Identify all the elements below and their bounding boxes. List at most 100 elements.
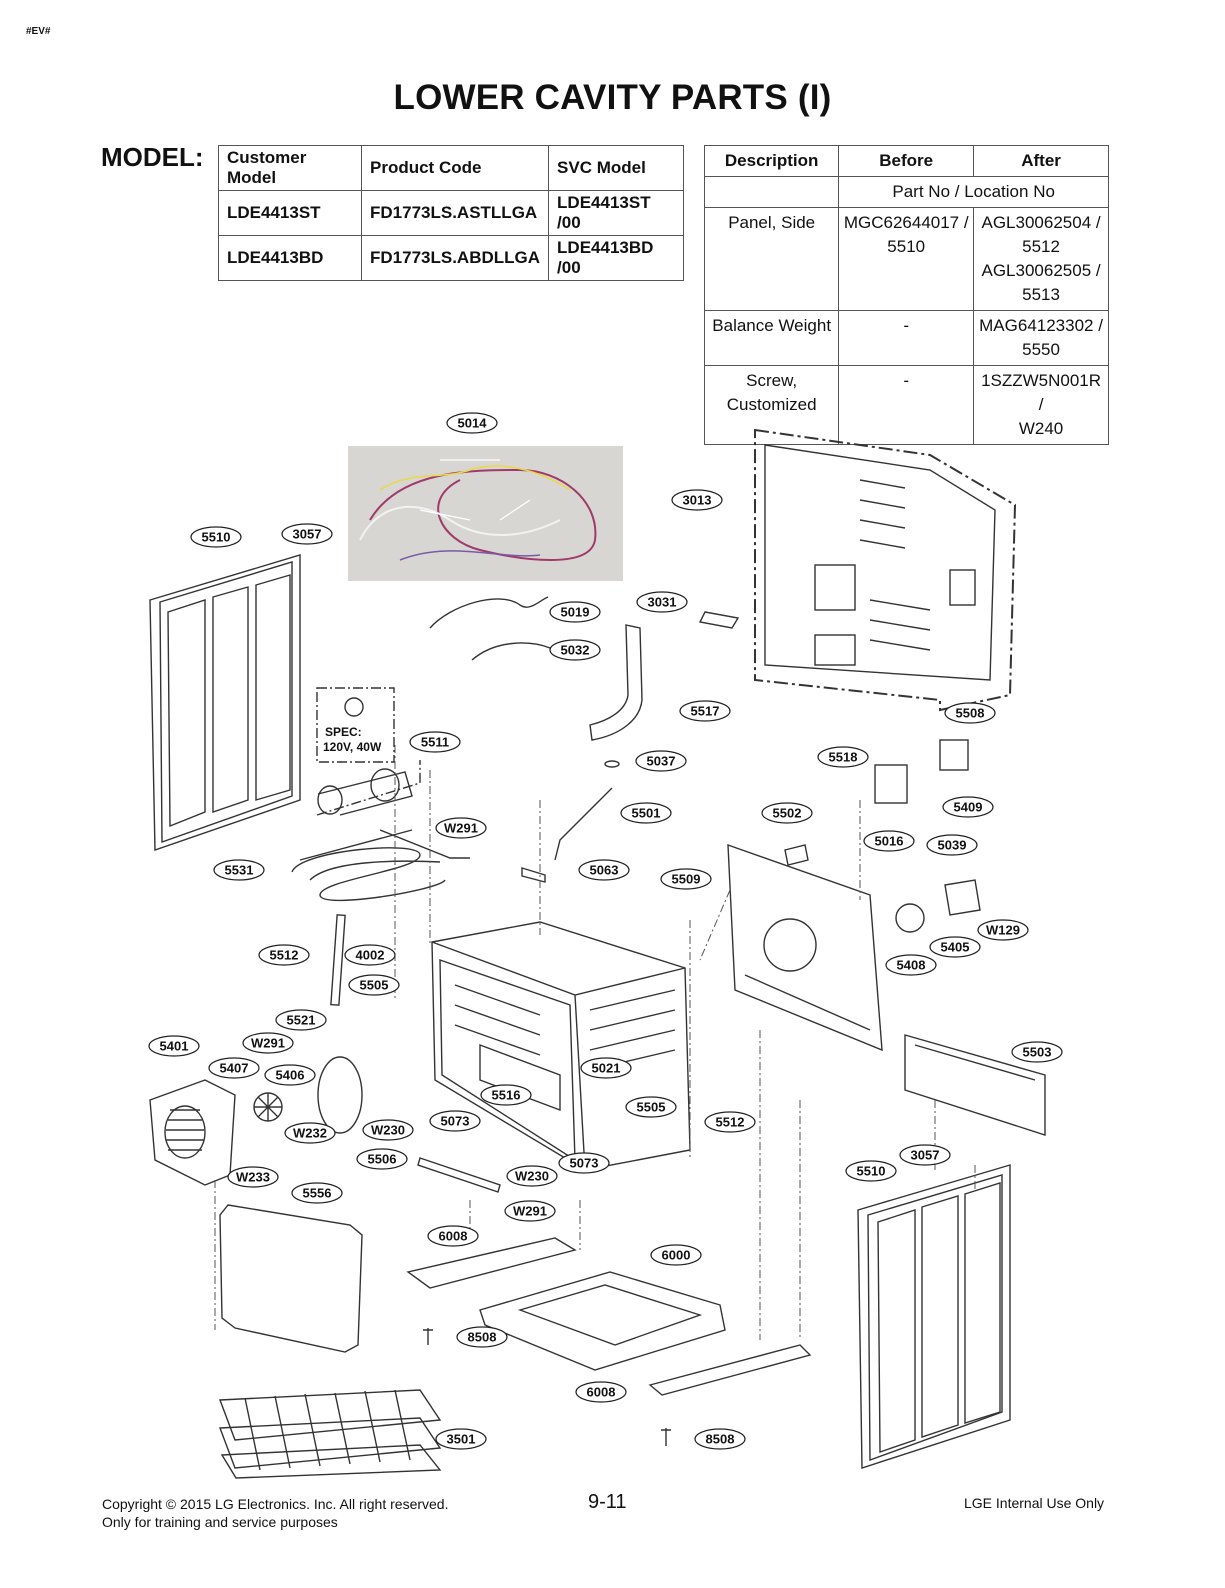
callout-bubble (264, 1064, 316, 1086)
callout-bubble (456, 1326, 508, 1348)
empty-cell (703, 176, 840, 208)
change-table-subheader-row: Part No / Location No (703, 176, 1109, 208)
callout-bubble (258, 944, 310, 966)
side-panel-left (149, 554, 301, 851)
document-tag: #EV# (26, 26, 51, 37)
model-label: MODEL: (101, 142, 204, 172)
table-row: Screw,Customized - 1SZZW5N001R /W240 (703, 365, 1109, 445)
strip-5506 (417, 1157, 501, 1193)
callout-5517: 5517 (679, 700, 731, 722)
cell-description: Screw,Customized (703, 365, 840, 445)
part-change-table: Description Before After Part No / Locat… (703, 145, 1109, 445)
callout-5406: 5406 (264, 1064, 316, 1086)
cell-text: Panel, Side (728, 213, 816, 232)
callout-bubble (549, 639, 601, 661)
callout-5505: 5505 (348, 974, 400, 996)
part-5037 (604, 760, 620, 768)
plate-3031 (698, 611, 740, 629)
cell-after: 1SZZW5N001R /W240 (973, 365, 1109, 445)
callout-5409: 5409 (942, 796, 994, 818)
screw-8508-a (423, 1328, 433, 1345)
callout-3013: 3013 (671, 489, 723, 511)
callout-label: 8508 (468, 1330, 497, 1345)
callout-5510: 5510 (190, 526, 242, 548)
callout-label: W233 (236, 1170, 270, 1185)
side-panel-right (857, 1164, 1011, 1469)
page-title: LOWER CAVITY PARTS (I) (393, 78, 832, 117)
callout-label: 5406 (276, 1068, 305, 1083)
callout-5531: 5531 (213, 859, 265, 881)
rail-6008-upper (406, 1237, 577, 1289)
callout-bubble (660, 868, 712, 890)
callout-label: 5501 (632, 806, 661, 821)
cell-before: - (838, 365, 975, 445)
callout-label: 3057 (911, 1148, 940, 1163)
cell-svc-model: LDE4413BD /00 (548, 235, 685, 281)
callout-5014: 5014 (446, 412, 498, 434)
bracket-5517 (589, 624, 643, 741)
wire-5019 (429, 596, 549, 629)
lamp-assembly (316, 760, 421, 816)
callout-label: 5510 (202, 530, 231, 545)
callout-label: 5016 (875, 834, 904, 849)
callout-label: 5512 (716, 1115, 745, 1130)
part-5502 (784, 844, 809, 866)
callout-5401: 5401 (148, 1035, 200, 1057)
cell-text: - (903, 371, 910, 390)
cell-before: - (838, 310, 975, 366)
callout-label: 3013 (683, 493, 712, 508)
callout-bubble (575, 1381, 627, 1403)
callout-bubble (213, 859, 265, 881)
callout-label: 5073 (441, 1114, 470, 1129)
table-row: LDE4413ST FD1773LS.ASTLLGA LDE4413ST /00 (218, 190, 685, 236)
control-module-5518 (874, 764, 908, 804)
callout-bubble (625, 1096, 677, 1118)
callout-6008: 6008 (427, 1225, 479, 1247)
callout-bubble (429, 1110, 481, 1132)
callout-bubble (148, 1035, 200, 1057)
cell-after: MAG64123302 /5550 (973, 310, 1109, 366)
callout-bubble (578, 859, 630, 881)
bottom-tray (479, 1271, 726, 1371)
callout-label: 5531 (225, 863, 254, 878)
callout-bubble (929, 936, 981, 958)
callout-bubble (427, 1225, 479, 1247)
callout-6008: 6008 (575, 1381, 627, 1403)
callout-bubble (504, 1200, 556, 1222)
spec-box (316, 687, 395, 763)
table-row: LDE4413BD FD1773LS.ABDLLGA LDE4413BD /00 (218, 235, 685, 281)
callout-bubble (291, 1182, 343, 1204)
callout-label: 3057 (293, 527, 322, 542)
callout-W230: W230 (362, 1119, 414, 1141)
cell-text: Balance Weight (712, 316, 832, 335)
callout-label: W129 (986, 923, 1020, 938)
callout-label: 5021 (592, 1061, 621, 1076)
callout-bubble (435, 1428, 487, 1450)
callout-5407: 5407 (208, 1057, 260, 1079)
callout-W291: W291 (435, 817, 487, 839)
callout-label: 5556 (303, 1186, 332, 1201)
callout-label: 5509 (672, 872, 701, 887)
change-table-header-row: Description Before After (703, 145, 1109, 177)
switch-5508 (939, 739, 969, 771)
callout-5503: 5503 (1011, 1041, 1063, 1063)
callout-5408: 5408 (885, 954, 937, 976)
callout-W291: W291 (242, 1032, 294, 1054)
rail-6008-lower (648, 1344, 812, 1396)
callout-label: 3031 (648, 595, 677, 610)
callout-label: W230 (371, 1123, 405, 1138)
callout-label: 8508 (706, 1432, 735, 1447)
rear-panel (727, 843, 883, 1052)
callout-label: W291 (251, 1036, 285, 1051)
convection-fan-cover (149, 1079, 236, 1186)
cell-text: 5512 (1022, 237, 1060, 256)
callout-bubble (885, 954, 937, 976)
callout-label: 5401 (160, 1039, 189, 1054)
model-table: Customer Model Product Code SVC Model LD… (218, 145, 685, 281)
oven-racks (219, 1389, 442, 1479)
cell-text: 5513 (1022, 285, 1060, 304)
header-description: Description (703, 145, 840, 177)
callout-W232: W232 (284, 1122, 336, 1144)
